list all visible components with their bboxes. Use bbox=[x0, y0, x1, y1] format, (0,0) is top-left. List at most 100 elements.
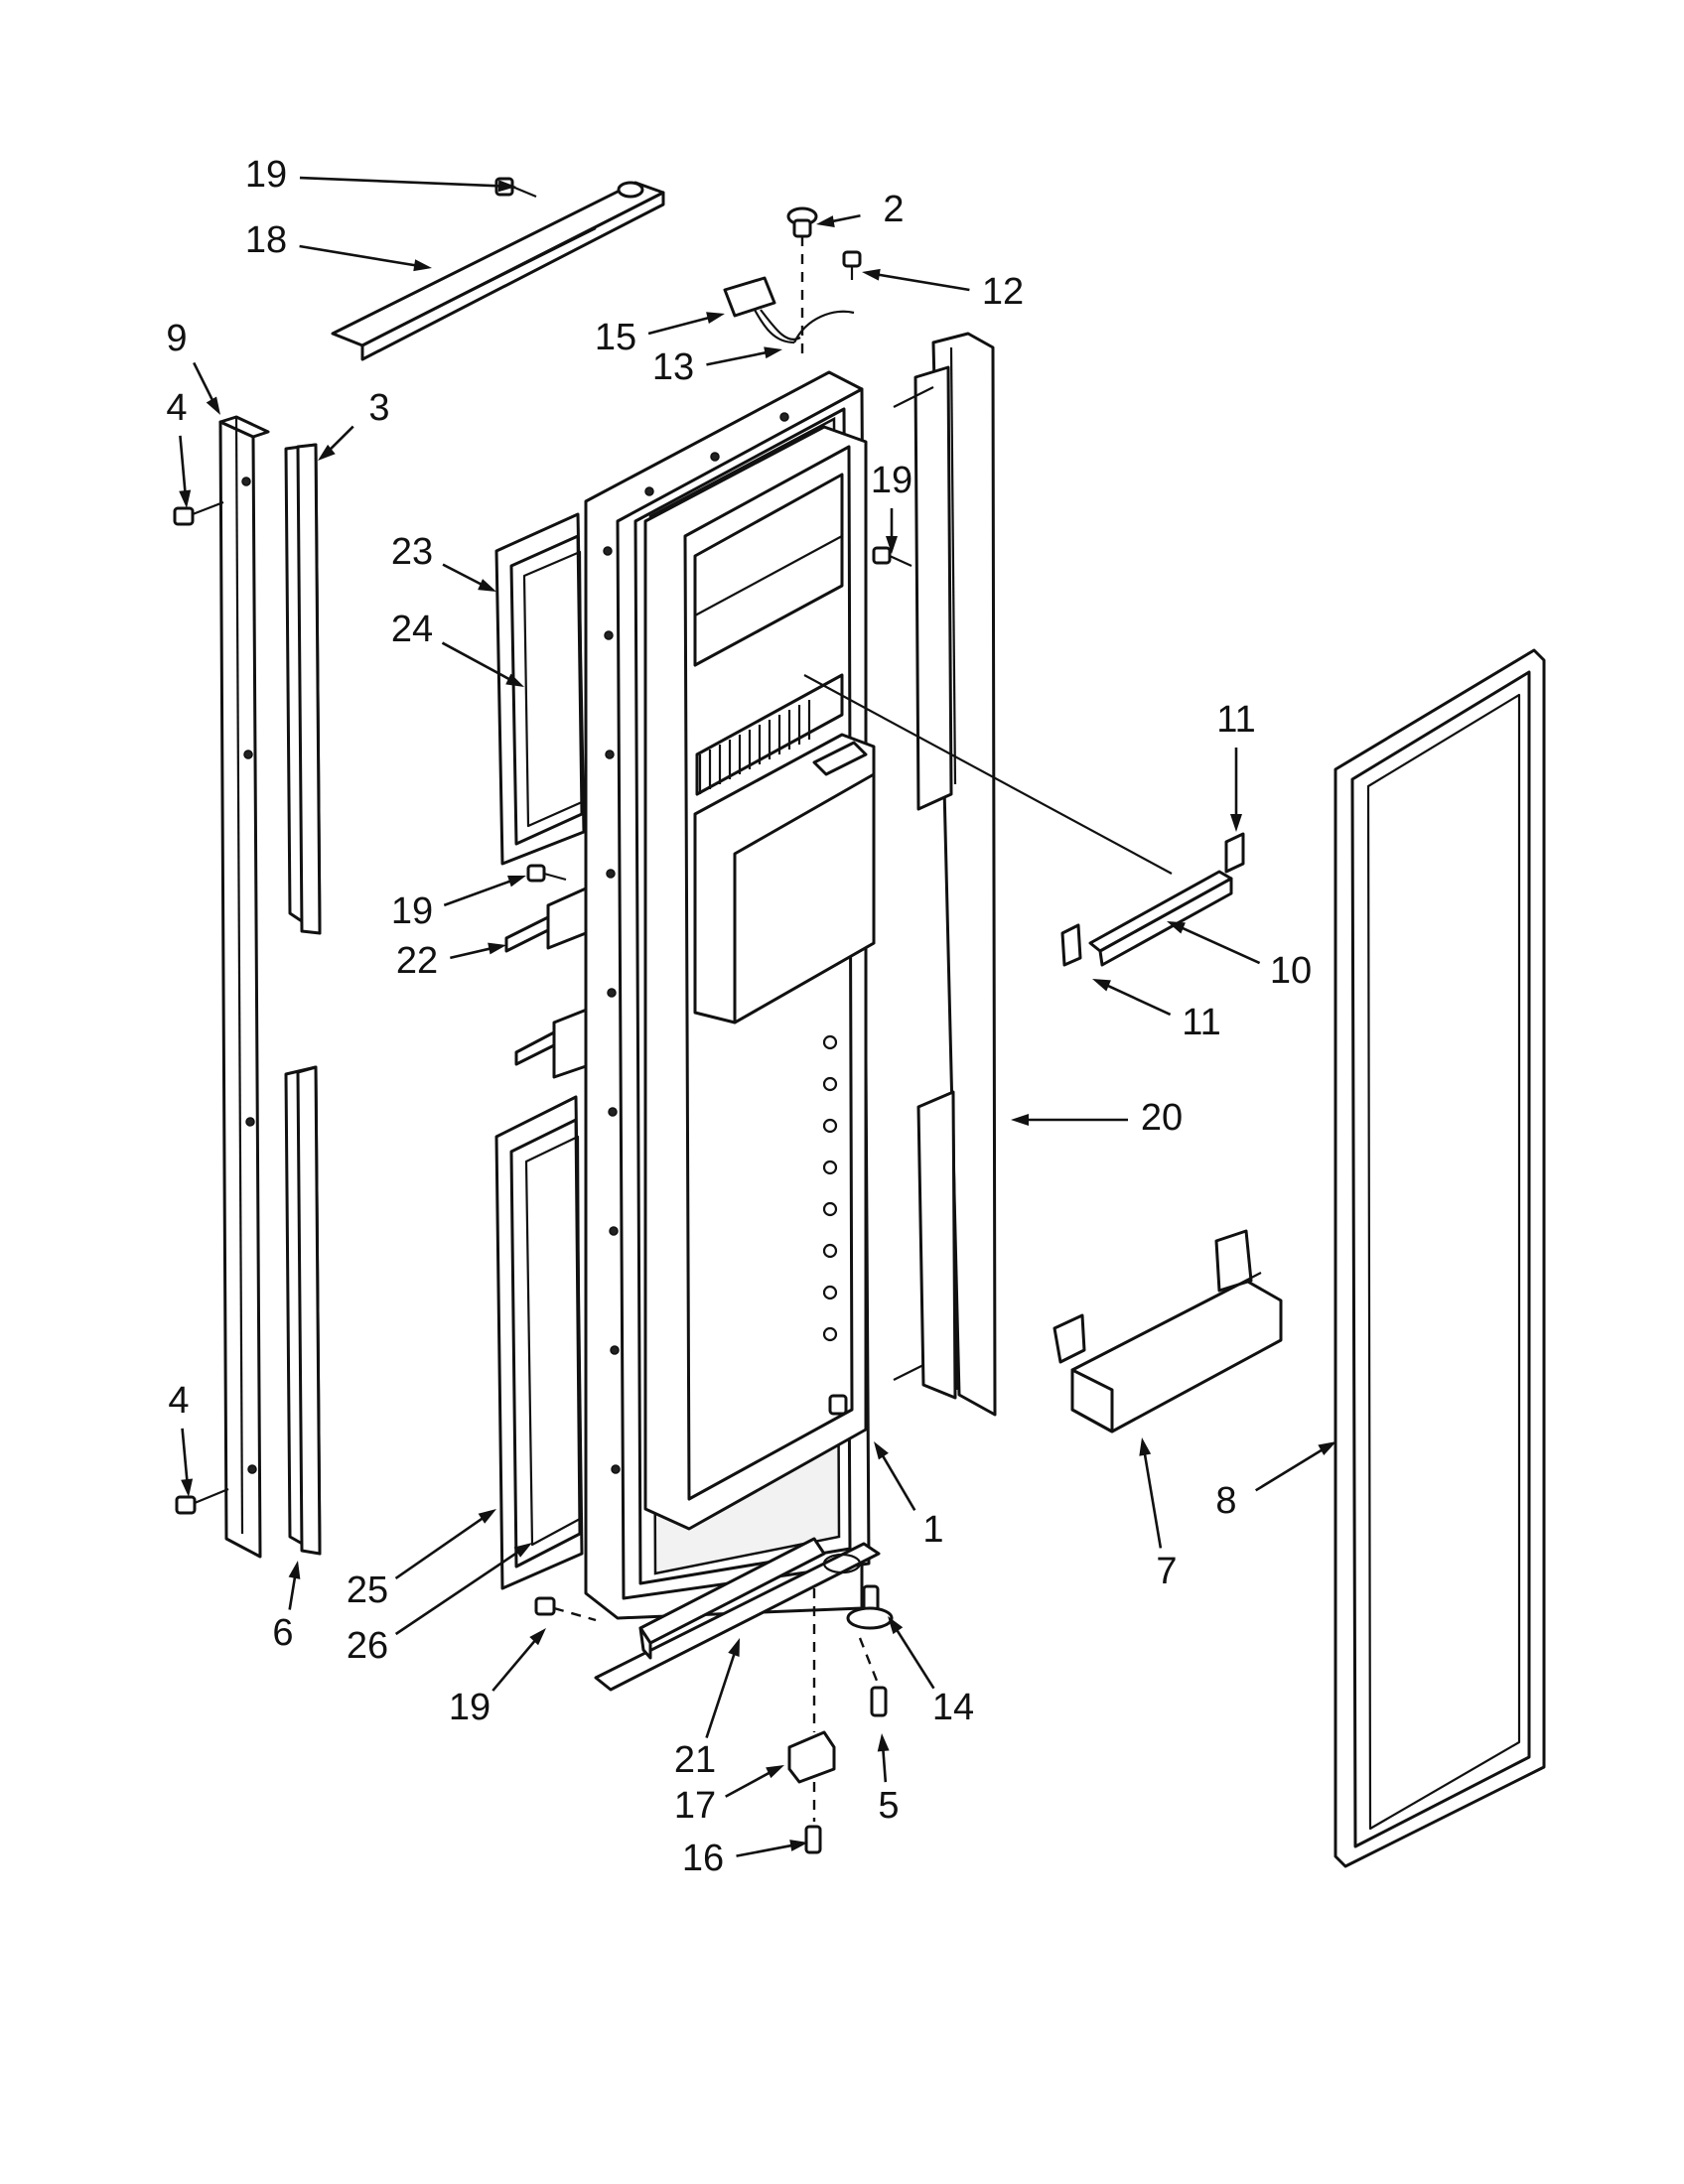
arrowhead-c13 bbox=[764, 346, 782, 359]
arrowhead-c8 bbox=[1318, 1441, 1336, 1456]
leader-line-c25 bbox=[394, 1512, 491, 1579]
arrowhead-c26 bbox=[513, 1543, 532, 1558]
part-22-brackets bbox=[504, 887, 594, 1079]
part-18-top-bracket bbox=[331, 181, 665, 361]
arrowhead-c19d bbox=[529, 1628, 546, 1646]
arrowhead-c18 bbox=[413, 259, 432, 272]
callout-c17: 17 bbox=[674, 1785, 716, 1827]
part-19-screw-left bbox=[526, 864, 567, 883]
leader-line-c13 bbox=[706, 349, 775, 366]
leader-lines bbox=[179, 176, 1336, 1857]
callout-c5: 5 bbox=[878, 1785, 899, 1827]
leader-line-c18 bbox=[299, 244, 425, 269]
callout-c19a: 19 bbox=[245, 154, 287, 196]
leader-line-c26 bbox=[394, 1546, 526, 1636]
part-20-right-trim bbox=[893, 332, 997, 1417]
callout-c1: 1 bbox=[922, 1509, 943, 1551]
part-15-connector bbox=[723, 276, 855, 344]
dispenser-housing bbox=[643, 425, 876, 1531]
callout-c11b: 11 bbox=[1182, 1002, 1220, 1043]
callout-c10: 10 bbox=[1270, 950, 1312, 992]
part-9-left-trim bbox=[218, 415, 270, 1559]
leader-line-c1 bbox=[877, 1447, 916, 1511]
callout-c12: 12 bbox=[982, 271, 1024, 313]
leader-line-c15 bbox=[647, 314, 718, 336]
part-5-screw bbox=[858, 1637, 888, 1717]
callout-c13: 13 bbox=[652, 346, 694, 388]
leader-line-c12 bbox=[869, 271, 970, 292]
arrowhead-c15 bbox=[706, 312, 725, 324]
arrowhead-c2 bbox=[816, 215, 835, 227]
callout-c2: 2 bbox=[883, 189, 904, 230]
leader-line-c19d bbox=[491, 1632, 542, 1692]
arrowhead-c12 bbox=[862, 268, 881, 281]
arrowhead-c19b bbox=[886, 536, 898, 554]
arrowhead-c19c bbox=[507, 875, 526, 887]
leader-line-c8 bbox=[1255, 1443, 1331, 1492]
callout-c14: 14 bbox=[932, 1687, 974, 1728]
callout-c16: 16 bbox=[682, 1838, 724, 1879]
arrowhead-c23 bbox=[478, 579, 496, 592]
leader-line-c16 bbox=[736, 1843, 801, 1857]
callout-c22: 22 bbox=[396, 940, 438, 982]
leader-line-c14 bbox=[891, 1621, 935, 1690]
callout-c19d: 19 bbox=[449, 1687, 491, 1728]
part-2-plug bbox=[786, 206, 818, 357]
callout-c26: 26 bbox=[347, 1625, 388, 1667]
part-8-door-gasket bbox=[1333, 648, 1546, 1868]
arrowhead-c24 bbox=[505, 673, 524, 687]
callout-c24: 24 bbox=[391, 609, 433, 650]
arrowhead-c16 bbox=[789, 1840, 808, 1851]
arrowhead-c19a bbox=[497, 180, 516, 193]
arrowhead-c21 bbox=[728, 1638, 740, 1657]
arrowhead-c7 bbox=[1139, 1437, 1152, 1456]
callout-c21: 21 bbox=[674, 1739, 716, 1781]
callout-c4a: 4 bbox=[166, 387, 187, 429]
part-23-upper-panel bbox=[494, 512, 586, 866]
part-25-lower-panel bbox=[494, 1095, 584, 1590]
arrowhead-c22 bbox=[488, 942, 506, 955]
part-10-rail bbox=[803, 674, 1233, 967]
callout-c18: 18 bbox=[245, 219, 287, 261]
arrowhead-c11a bbox=[1230, 814, 1242, 832]
part-11-end-cap-lower bbox=[1060, 923, 1082, 967]
part-4-screw-upper bbox=[173, 500, 224, 526]
part-7-door-bin bbox=[1052, 1229, 1283, 1433]
arrowhead-c3 bbox=[318, 444, 336, 461]
part-4-screw-lower bbox=[175, 1487, 229, 1515]
callout-c8: 8 bbox=[1215, 1480, 1236, 1522]
arrowhead-c4b bbox=[181, 1478, 194, 1497]
callout-c20: 20 bbox=[1141, 1097, 1183, 1139]
callout-c9: 9 bbox=[166, 318, 187, 359]
arrowhead-c6 bbox=[288, 1561, 301, 1579]
callout-c3: 3 bbox=[368, 387, 389, 429]
part-21-bottom-hinge bbox=[594, 1537, 881, 1692]
leader-line-c24 bbox=[441, 641, 518, 685]
callout-c7: 7 bbox=[1156, 1551, 1177, 1592]
leader-line-c4a bbox=[179, 435, 188, 501]
part-3-upper-channel bbox=[284, 443, 322, 935]
part-19-screw-right bbox=[872, 546, 912, 568]
leader-line-c4b bbox=[181, 1428, 190, 1490]
leader-line-c19c bbox=[443, 877, 519, 907]
callout-c4b: 4 bbox=[168, 1380, 189, 1422]
leader-line-c10 bbox=[1173, 922, 1261, 965]
part-17-block bbox=[787, 1588, 836, 1822]
arrowhead-c17 bbox=[766, 1765, 784, 1779]
arrowhead-c5 bbox=[877, 1733, 890, 1752]
part-12-screw bbox=[842, 250, 862, 280]
leader-line-c7 bbox=[1142, 1444, 1163, 1549]
arrowhead-c10 bbox=[1167, 921, 1186, 934]
vent-fins bbox=[698, 700, 811, 794]
part-19-screw-bottom bbox=[534, 1596, 597, 1622]
part-16-screw bbox=[804, 1825, 822, 1854]
arrowhead-c25 bbox=[478, 1509, 496, 1524]
leader-line-c19a bbox=[299, 176, 509, 188]
arrowhead-c1 bbox=[874, 1441, 889, 1460]
callout-c6: 6 bbox=[272, 1612, 293, 1654]
callout-c15: 15 bbox=[595, 317, 636, 358]
arrowhead-c11b bbox=[1092, 979, 1111, 992]
arrowhead-c9 bbox=[206, 396, 220, 415]
